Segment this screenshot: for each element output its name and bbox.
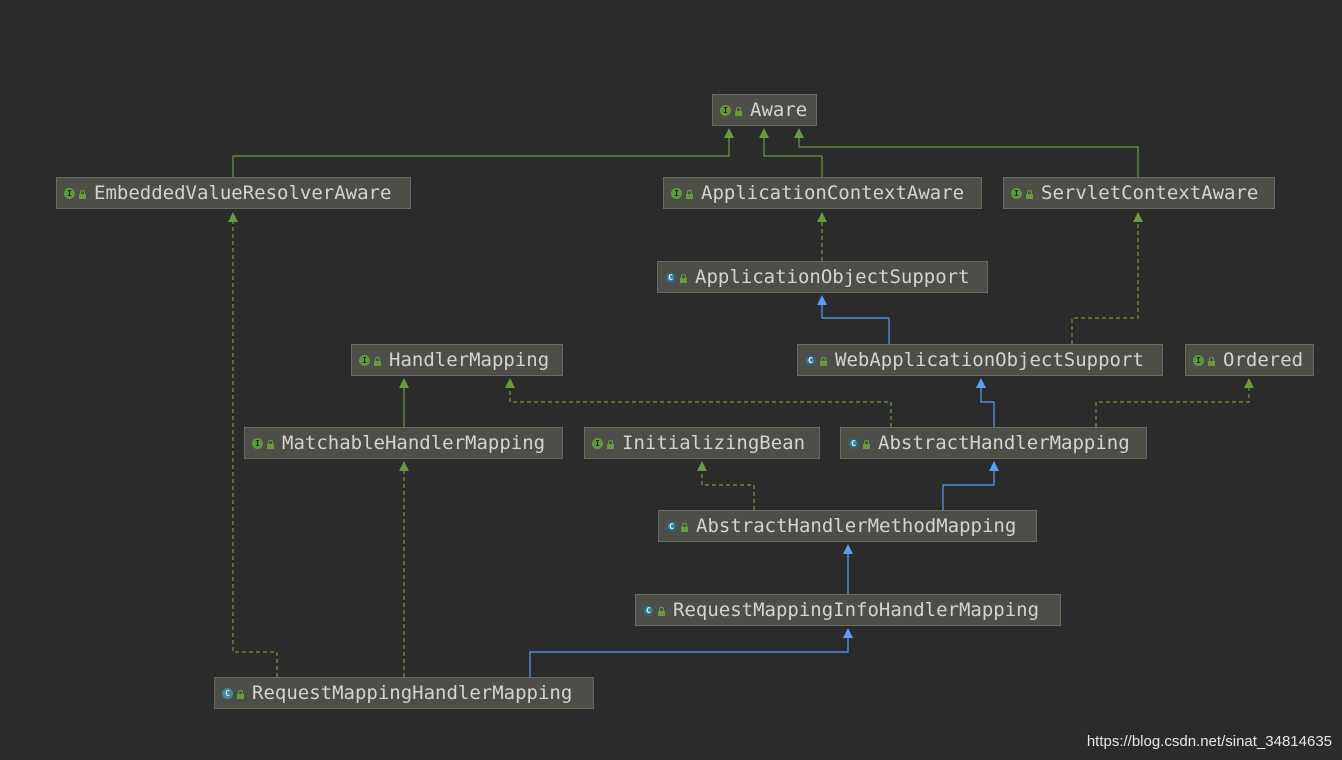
node-abshm[interactable]: C AbstractHandlerMapping xyxy=(840,427,1147,459)
abstract-icon: C xyxy=(643,604,654,616)
arrowhead xyxy=(817,212,827,222)
node-matchable[interactable]: I MatchableHandlerMapping xyxy=(244,427,563,459)
node-label: InitializingBean xyxy=(622,432,806,454)
arrowhead xyxy=(976,378,986,388)
public-visibility-icon xyxy=(374,356,381,366)
arrowhead xyxy=(843,628,853,638)
public-visibility-icon xyxy=(1208,356,1215,366)
public-visibility-icon xyxy=(607,439,614,449)
watermark-text: https://blog.csdn.net/sinat_34814635 xyxy=(1086,733,1332,750)
arrowhead xyxy=(697,461,707,471)
public-visibility-icon xyxy=(680,273,687,283)
arrowhead xyxy=(843,544,853,554)
node-label: EmbeddedValueResolverAware xyxy=(94,182,392,204)
abstract-icon: C xyxy=(666,520,677,532)
edge-rmihm-to-abshmm xyxy=(843,544,853,594)
node-rmhm[interactable]: C RequestMappingHandlerMapping xyxy=(214,677,594,709)
edge-abshm-to-handlermapping xyxy=(505,378,892,427)
node-servletctx[interactable]: I ServletContextAware xyxy=(1003,177,1275,209)
node-label: WebApplicationObjectSupport xyxy=(835,349,1144,371)
arrowhead xyxy=(228,212,238,222)
node-handlermapping[interactable]: I HandlerMapping xyxy=(351,344,563,376)
arrowhead xyxy=(817,295,827,305)
node-label: ApplicationContextAware xyxy=(701,182,965,204)
node-label: Aware xyxy=(750,99,808,121)
edge-rmhm-to-rmihm xyxy=(529,628,853,677)
node-embedded[interactable]: I EmbeddedValueResolverAware xyxy=(56,177,411,209)
node-label: ServletContextAware xyxy=(1041,182,1259,204)
public-visibility-icon xyxy=(681,522,688,532)
interface-icon: I xyxy=(252,437,263,449)
class-icon: C xyxy=(222,687,233,699)
node-ordered[interactable]: I Ordered xyxy=(1185,344,1314,376)
interface-icon: I xyxy=(1193,354,1204,366)
node-initbean[interactable]: I InitializingBean xyxy=(584,427,820,459)
edge-rmhm-to-matchable xyxy=(399,461,409,677)
node-label: HandlerMapping xyxy=(389,349,550,371)
node-label: MatchableHandlerMapping xyxy=(282,432,546,454)
public-visibility-icon xyxy=(686,189,693,199)
arrowhead xyxy=(505,378,515,388)
edge-embedded-to-aware xyxy=(232,128,734,177)
node-appobj[interactable]: C ApplicationObjectSupport xyxy=(657,261,988,293)
public-visibility-icon xyxy=(735,106,742,116)
node-abshmm[interactable]: C AbstractHandlerMethodMapping xyxy=(658,510,1037,542)
node-label: ApplicationObjectSupport xyxy=(695,266,970,288)
abstract-icon: C xyxy=(665,271,676,283)
node-label: RequestMappingInfoHandlerMapping xyxy=(673,599,1040,621)
node-webappobj[interactable]: C WebApplicationObjectSupport xyxy=(797,344,1163,376)
arrowhead xyxy=(759,128,769,138)
interface-icon: I xyxy=(64,187,75,199)
node-label: RequestMappingHandlerMapping xyxy=(252,682,573,704)
abstract-icon: C xyxy=(848,437,859,449)
interface-icon: I xyxy=(359,354,370,366)
arrowhead xyxy=(1244,378,1254,388)
edge-appobj-to-appctx xyxy=(817,212,827,261)
interface-icon: I xyxy=(1011,187,1022,199)
public-visibility-icon xyxy=(267,439,274,449)
interface-icon: I xyxy=(592,437,603,449)
edge-appctx-to-aware xyxy=(759,128,823,177)
edge-webappobj-to-servletctx xyxy=(1071,212,1143,344)
edge-servletctx-to-aware xyxy=(794,128,1139,177)
node-label: AbstractHandlerMapping xyxy=(878,432,1130,454)
node-aware[interactable]: I Aware xyxy=(712,94,817,126)
public-visibility-icon xyxy=(863,439,870,449)
node-label: Ordered xyxy=(1223,349,1304,371)
interface-icon: I xyxy=(671,187,682,199)
edge-abshmm-to-initbean xyxy=(697,461,755,510)
arrowhead xyxy=(399,461,409,471)
node-label: AbstractHandlerMethodMapping xyxy=(696,515,1017,537)
edge-rmhm-to-embedded xyxy=(228,212,278,677)
edge-matchable-to-handlermapping xyxy=(399,378,409,427)
public-visibility-icon xyxy=(1026,189,1033,199)
edge-abshm-to-webappobj xyxy=(976,378,995,427)
arrowhead xyxy=(399,378,409,388)
public-visibility-icon xyxy=(237,689,244,699)
public-visibility-icon xyxy=(820,356,827,366)
arrowhead xyxy=(989,461,999,471)
edge-abshmm-to-abshm xyxy=(942,461,999,510)
edge-webappobj-to-appobj xyxy=(817,295,890,344)
node-rmihm[interactable]: C RequestMappingInfoHandlerMapping xyxy=(635,594,1061,626)
public-visibility-icon xyxy=(79,189,86,199)
edge-abshm-to-ordered xyxy=(1095,378,1254,427)
abstract-icon: C xyxy=(805,354,816,366)
arrowhead xyxy=(794,128,804,138)
node-appctx[interactable]: I ApplicationContextAware xyxy=(663,177,982,209)
arrowhead xyxy=(724,128,734,138)
arrowhead xyxy=(1133,212,1143,222)
interface-icon: I xyxy=(720,104,731,116)
public-visibility-icon xyxy=(658,606,665,616)
